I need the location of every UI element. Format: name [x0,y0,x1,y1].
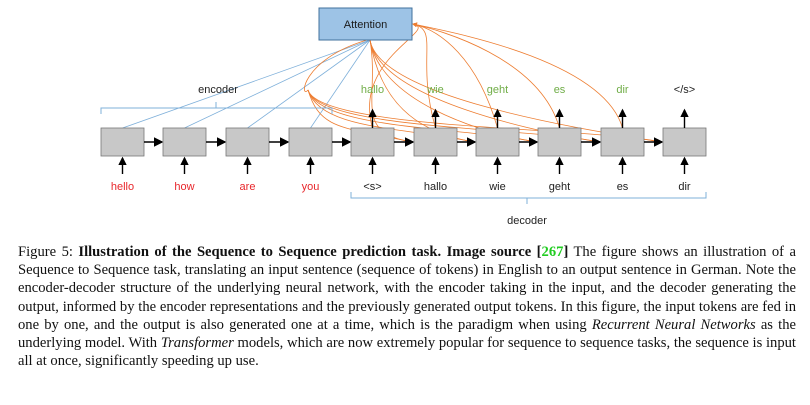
decoder-to-attention-link [412,22,436,129]
decoder-to-attention-link [369,22,419,129]
rnn-cell [350,127,395,157]
output-token: wie [426,84,444,96]
rnn-cell [225,127,270,157]
decoder-context-link [304,39,368,92]
rnn-cell [413,127,458,157]
input-token: wie [488,181,506,193]
rnn-cell [100,127,145,157]
citation-link[interactable]: 267 [541,244,564,260]
input-token: geht [549,181,570,193]
rnn-cell [600,127,645,157]
encoder-attention-link [184,39,371,129]
encoder-attention-link [122,39,371,129]
caption-text: models, which are now extremely popular … [18,335,796,370]
caption-text: as the underlying model. With [18,316,796,352]
attention-label: Attention [344,19,387,31]
input-token: <s> [363,181,381,193]
rnn-cell [537,127,582,157]
caption-rnn: Recurrent Neural Networks [591,316,756,333]
input-token: how [174,181,194,193]
input-token: dir [678,181,691,193]
encoder-label: encoder [198,84,238,96]
attention-to-decoder-link [369,39,537,144]
decoder-to-attention-link [412,22,498,129]
caption-transformer: Transformer [160,335,234,352]
input-token: are [240,181,256,193]
input-token: hello [111,181,134,193]
output-token: </s> [674,84,695,96]
cite-open: [ [536,244,542,260]
output-token: dir [616,84,629,96]
output-token: es [554,84,566,96]
input-token: you [302,181,320,193]
input-token: hallo [424,181,447,193]
caption-title: Illustration of the Sequence to Sequence… [78,244,537,260]
decoder-to-attention-link [412,22,560,129]
seq2seq-diagram: hello how are you <s> hallo hallo wie wie geht geh… [100,7,707,227]
rnn-cell [162,127,207,157]
decoder-label: decoder [507,215,547,227]
attention-box [318,7,413,41]
encoder-attention-link [247,39,371,129]
figure-caption: Figure 5: Illustration of the Sequence t… [18,243,796,370]
rnn-cell [662,127,707,157]
rnn-cells: hello how are you <s> hallo hallo wie wie geht geh… [100,84,707,193]
decoder-to-attention-link [412,22,623,129]
caption-text: The figure shows an illustration of a Se… [18,244,796,333]
encoder-bracket [100,102,333,114]
encoder-attention-link [310,39,371,129]
output-token: hallo [361,84,384,96]
rnn-cell [288,127,333,157]
decoder-bracket [350,192,707,204]
attention-links [122,22,662,144]
attention-to-decoder-link [369,39,475,144]
caption-prefix: Figure 5: [18,244,79,260]
output-token: geht [487,84,508,96]
cite-close: ] [563,244,569,260]
rnn-cell [475,127,520,157]
input-token: es [617,181,629,193]
